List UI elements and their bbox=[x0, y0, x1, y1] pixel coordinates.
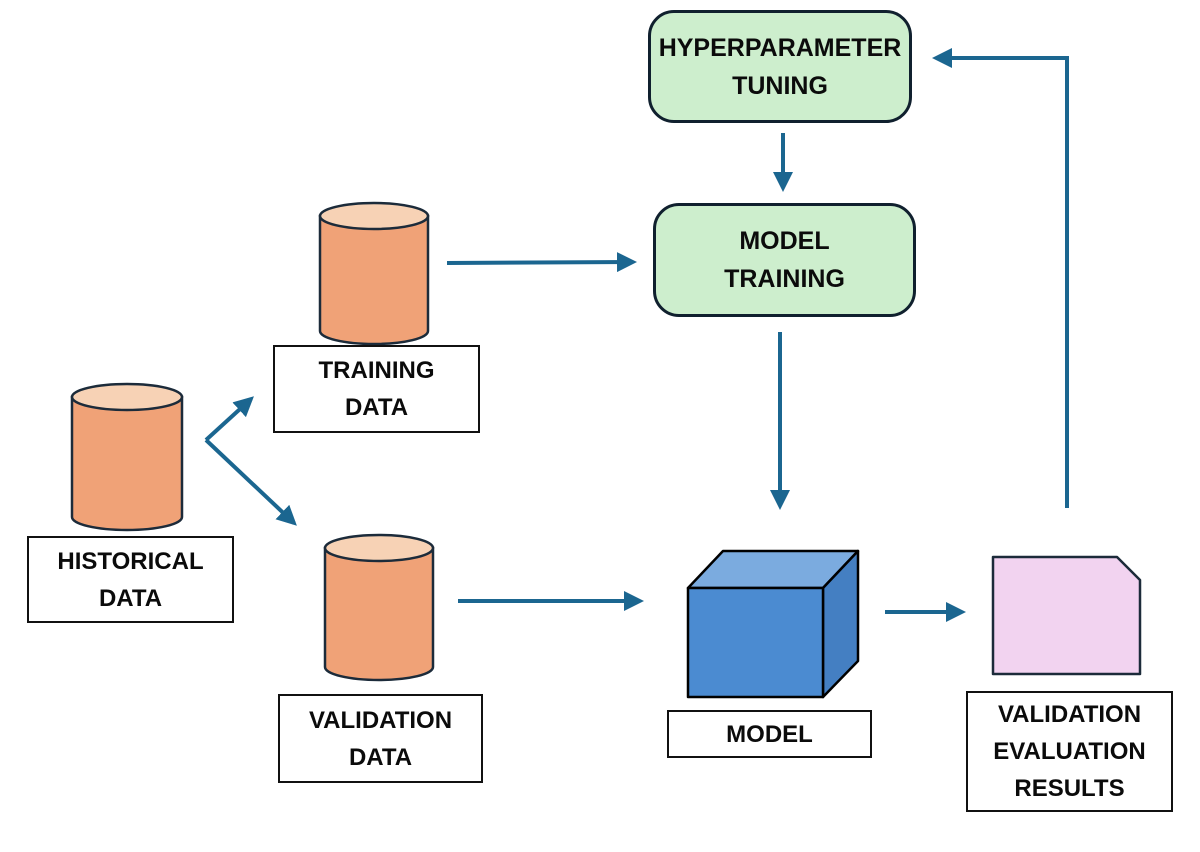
training-data-cylinder-icon bbox=[318, 201, 430, 346]
node-label-line: HISTORICAL bbox=[57, 547, 204, 575]
node-validation-data-label: VALIDATION DATA bbox=[278, 694, 483, 783]
arrow-historical-to-training bbox=[204, 396, 254, 442]
node-hyperparameter-tuning: HYPERPARAMETER TUNING bbox=[648, 10, 912, 123]
node-training-data-label: TRAINING DATA bbox=[273, 345, 480, 433]
arrow-results-to-hyperparameter bbox=[932, 48, 1069, 508]
node-label-line: DATA bbox=[98, 584, 163, 612]
node-label-line: TRAINING bbox=[318, 357, 435, 384]
node-label-line: RESULTS bbox=[1014, 775, 1125, 802]
node-label-line: DATA bbox=[348, 743, 413, 771]
arrow-training-to-model-training bbox=[446, 252, 637, 273]
historical-data-cylinder-icon bbox=[70, 382, 184, 532]
node-label-line: HYPERPARAMETER bbox=[658, 33, 902, 62]
node-label-line: DATA bbox=[344, 394, 409, 421]
node-label-line: MODEL bbox=[739, 227, 830, 255]
node-validation-evaluation-results-label: VALIDATION EVALUATION RESULTS bbox=[966, 691, 1173, 812]
node-label-line: VALIDATION bbox=[997, 701, 1142, 728]
node-model-label: MODEL bbox=[667, 710, 872, 758]
node-label-line: MODEL bbox=[726, 720, 813, 748]
model-cube-icon bbox=[686, 549, 860, 699]
node-label-line: TRAINING bbox=[724, 265, 845, 293]
arrow-historical-to-validation bbox=[204, 438, 297, 526]
node-historical-data-label: HISTORICAL DATA bbox=[27, 536, 234, 623]
node-label-line: EVALUATION bbox=[993, 738, 1146, 765]
validation-results-card-icon bbox=[991, 555, 1142, 676]
validation-data-cylinder-icon bbox=[323, 533, 435, 682]
node-model-training: MODEL TRAINING bbox=[653, 203, 916, 317]
node-label-line: TUNING bbox=[732, 71, 828, 100]
node-label-line: VALIDATION bbox=[308, 706, 453, 734]
